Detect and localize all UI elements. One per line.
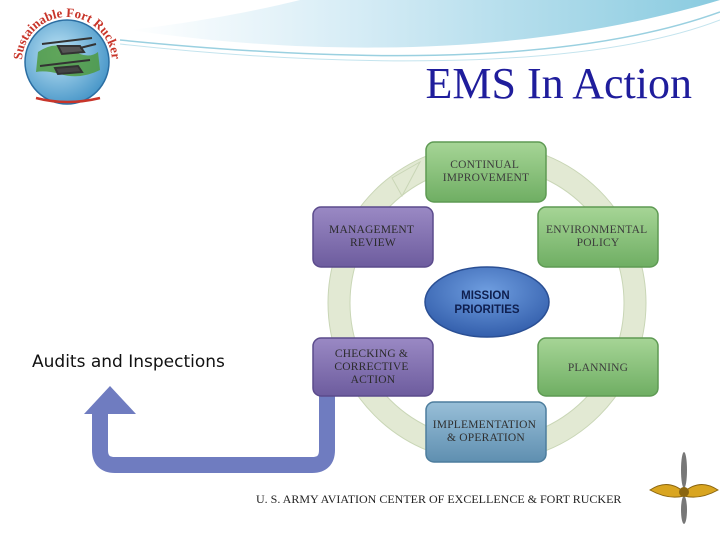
- step-label: ACTION: [351, 374, 396, 386]
- step-label: IMPLEMENTATION: [433, 419, 537, 431]
- mission-priorities-center: MISSION PRIORITIES: [424, 266, 550, 338]
- step-label: REVIEW: [350, 237, 396, 249]
- footer-text: U. S. ARMY AVIATION CENTER OF EXCELLENCE…: [256, 492, 622, 506]
- step-label: MANAGEMENT: [329, 224, 414, 236]
- page-title: EMS In Action: [425, 59, 692, 108]
- svg-text:ENVIRONMENTAL POLICY: ENVIRONMENTAL POLICY: [546, 224, 650, 249]
- step-label: & OPERATION: [447, 432, 525, 444]
- svg-text:CONTINUAL IMPROVEMENT: CONTINUAL IMPROVEMENT: [443, 159, 530, 184]
- step-planning: PLANNING: [537, 337, 659, 397]
- step-label: CONTINUAL: [450, 159, 519, 171]
- cycle-arrowhead: [391, 160, 422, 198]
- step-label: CORRECTIVE: [334, 361, 408, 373]
- step-checking-corrective-action: CHECKING & CORRECTIVE ACTION: [312, 337, 434, 397]
- step-continual-improvement: CONTINUAL IMPROVEMENT: [425, 141, 547, 203]
- svg-text:MANAGEMENT REVIEW: MANAGEMENT REVIEW: [329, 224, 417, 249]
- step-management-review: MANAGEMENT REVIEW: [312, 206, 434, 268]
- helicopter-silhouette: [41, 37, 97, 56]
- step-label: ENVIRONMENTAL: [546, 224, 647, 236]
- step-label: CHECKING &: [335, 348, 408, 360]
- svg-text:CHECKING & CORRECTIVE: CHECKING & CORRECTIVE ACTION: [334, 348, 411, 386]
- step-label: IMPROVEMENT: [443, 172, 530, 184]
- audit-feedback-arrow: [92, 395, 335, 473]
- step-label: PLANNING: [568, 362, 628, 374]
- step-environmental-policy: ENVIRONMENTAL POLICY: [537, 206, 659, 268]
- header-swoosh: [119, 0, 720, 62]
- step-implementation-operation: IMPLEMENTATION & OPERATION: [425, 401, 547, 463]
- step-label: POLICY: [577, 237, 620, 249]
- center-label: MISSION: [461, 290, 510, 302]
- svg-text:MISSION PRIORITIES: MISSION PRIORITIES: [454, 290, 520, 316]
- center-label: PRIORITIES: [454, 304, 520, 316]
- aviation-insignia-icon: [649, 452, 719, 524]
- audits-label: Audits and Inspections: [32, 352, 225, 372]
- svg-text:IMPLEMENTATION & OPERATI: IMPLEMENTATION & OPERATION: [433, 419, 540, 444]
- sustainable-fort-rucker-logo: Sustainable Fort Rucker: [10, 5, 124, 105]
- svg-text:PLANNING: PLANNING: [568, 362, 628, 374]
